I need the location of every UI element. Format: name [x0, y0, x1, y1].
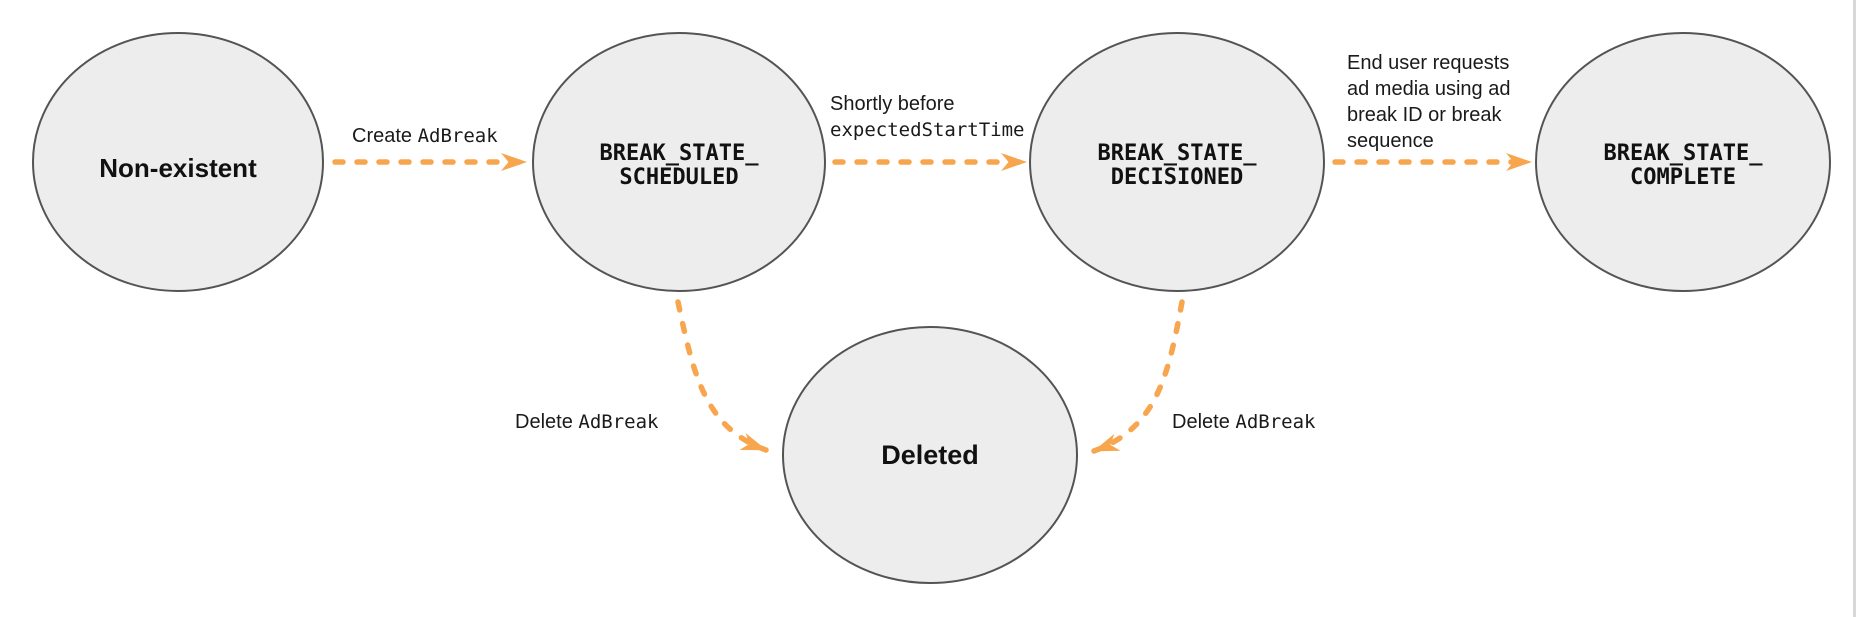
- transition-label-delete-left-code: AdBreak: [578, 411, 659, 433]
- state-label-scheduled-line1: BREAK_STATE_: [600, 141, 760, 166]
- state-node-break-state-complete: [1535, 32, 1831, 292]
- frame-right-border: [1853, 0, 1856, 617]
- transition-label-delete-right-text: Delete: [1172, 411, 1235, 433]
- state-label-deleted: Deleted: [881, 440, 979, 470]
- state-node-break-state-decisioned: [1029, 32, 1325, 292]
- transition-label-create-adbreak: Create AdBreak: [352, 125, 498, 147]
- state-label-complete-line2: COMPLETE: [1630, 165, 1736, 190]
- transition-label-end-user-line3: break ID or break: [1347, 104, 1503, 126]
- state-node-non-existent: [32, 32, 324, 292]
- transition-label-shortly-before-code: expectedStartTime: [830, 119, 1024, 141]
- state-label-complete-line1: BREAK_STATE_: [1604, 141, 1764, 166]
- state-label-scheduled-line2: SCHEDULED: [619, 165, 738, 190]
- transition-label-end-user-line2: ad media using ad: [1347, 78, 1510, 100]
- arrow-delete-from-scheduled: [675, 299, 769, 453]
- transition-label-delete-left-text: Delete: [515, 411, 578, 433]
- arrow-delete-from-decisioned: [1091, 299, 1185, 454]
- state-label-decisioned-line1: BREAK_STATE_: [1098, 141, 1258, 166]
- transition-label-create-text: Create: [352, 125, 418, 147]
- state-node-deleted: [782, 326, 1078, 584]
- state-node-break-state-scheduled: [532, 32, 826, 292]
- transition-label-create-code: AdBreak: [418, 125, 499, 147]
- transition-label-end-user-line1: End user requests: [1347, 52, 1509, 74]
- state-label-non-existent: Non-existent: [99, 153, 257, 183]
- transition-label-delete-right: Delete AdBreak: [1172, 411, 1316, 433]
- transition-label-delete-right-code: AdBreak: [1235, 411, 1316, 433]
- transition-label-shortly-before-line1: Shortly before: [830, 93, 955, 115]
- state-label-decisioned-line2: DECISIONED: [1111, 165, 1243, 190]
- transition-label-end-user-line4: sequence: [1347, 130, 1434, 152]
- transition-label-delete-left: Delete AdBreak: [515, 411, 659, 433]
